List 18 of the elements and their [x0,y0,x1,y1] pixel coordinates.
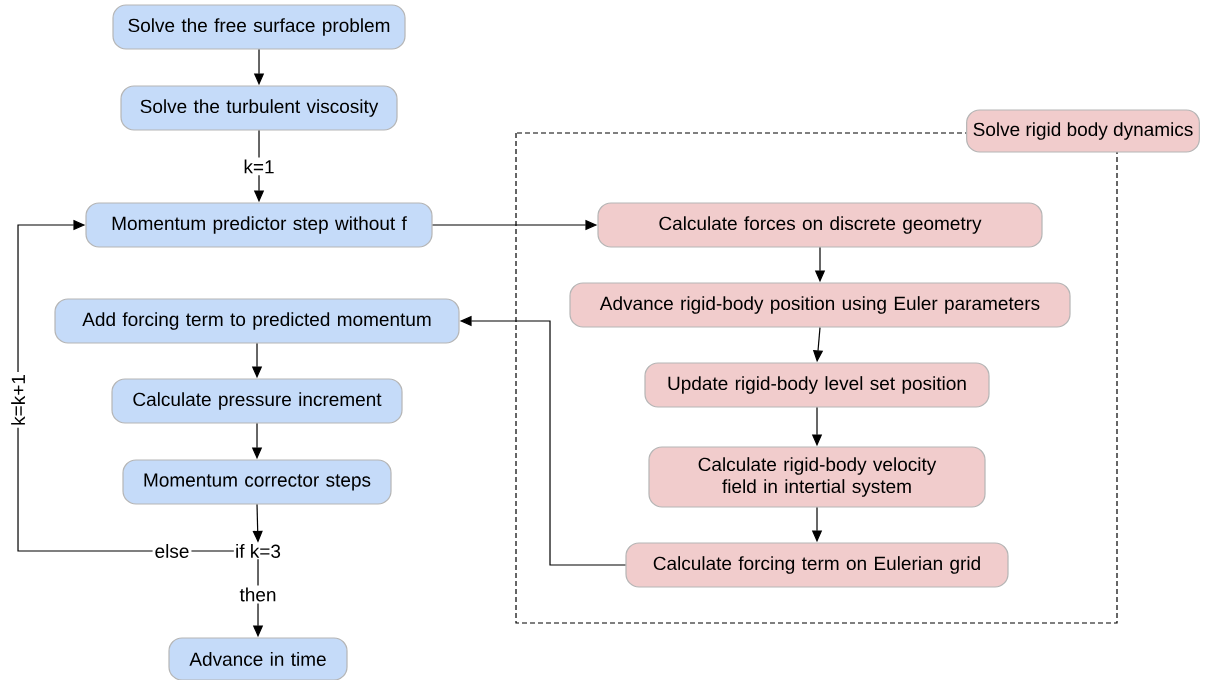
process-box: Update rigid-body level set position [644,362,990,408]
process-box: Advance rigid-body position using Euler parameters [569,282,1071,328]
edge-label: else [152,542,192,560]
process-box: Calculate forcing term on Eulerian grid [625,542,1009,588]
process-box: Advance in time [168,637,348,680]
condition-text: if k=3 [236,544,281,558]
edge-label: k=1 [241,157,277,176]
group-heading-box: Solve rigid body dynamics [966,109,1200,153]
process-box: Add forcing term to predicted momentum [54,298,460,344]
process-box: Momentum corrector steps [122,459,392,505]
process-box: Solve the turbulent viscosity [120,85,398,131]
process-box: Calculate rigid-body velocity field in intertial system [648,446,986,508]
process-box: Calculate pressure increment [111,378,403,424]
process-box: Solve the free surface problem [112,4,406,50]
loop-label: k=k+1 [9,372,27,428]
edge-label: then [237,585,279,604]
process-box: Calculate forces on discrete geometry [597,202,1043,248]
process-box: Momentum predictor step without f [85,202,433,248]
